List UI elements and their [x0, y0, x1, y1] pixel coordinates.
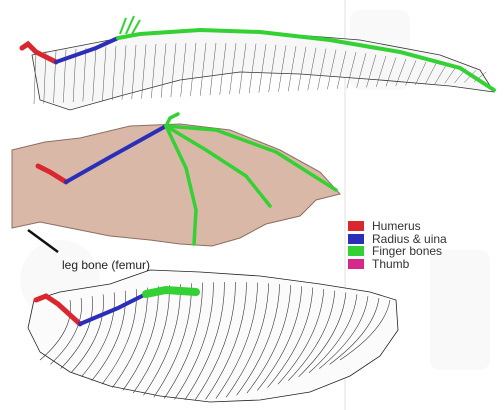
bone-legend: Humerus Radius & uina Finger bones Thumb [348, 220, 498, 270]
bat-membrane [12, 124, 340, 246]
legend-swatch-finger-bones [348, 246, 364, 256]
legend-swatch-humerus [348, 221, 364, 231]
femur-label: leg bone (femur) [62, 258, 150, 272]
legend-swatch-radius-ulna [348, 234, 364, 244]
legend-item-thumb: Thumb [348, 258, 498, 271]
legend-item-radius-ulna: Radius & uina [348, 233, 498, 246]
legend-item-humerus: Humerus [348, 220, 498, 233]
bird-wing [28, 270, 398, 402]
pterosaur-claws [120, 16, 140, 34]
legend-item-finger-bones: Finger bones [348, 245, 498, 258]
bat-wing [12, 114, 340, 252]
pterosaur-wing [22, 16, 494, 110]
bird-wing-outline [28, 270, 398, 402]
bird-finger-bones [146, 290, 196, 294]
legend-swatch-thumb [348, 259, 364, 269]
pterosaur-membrane [32, 30, 494, 110]
legend-label-thumb: Thumb [372, 257, 409, 271]
